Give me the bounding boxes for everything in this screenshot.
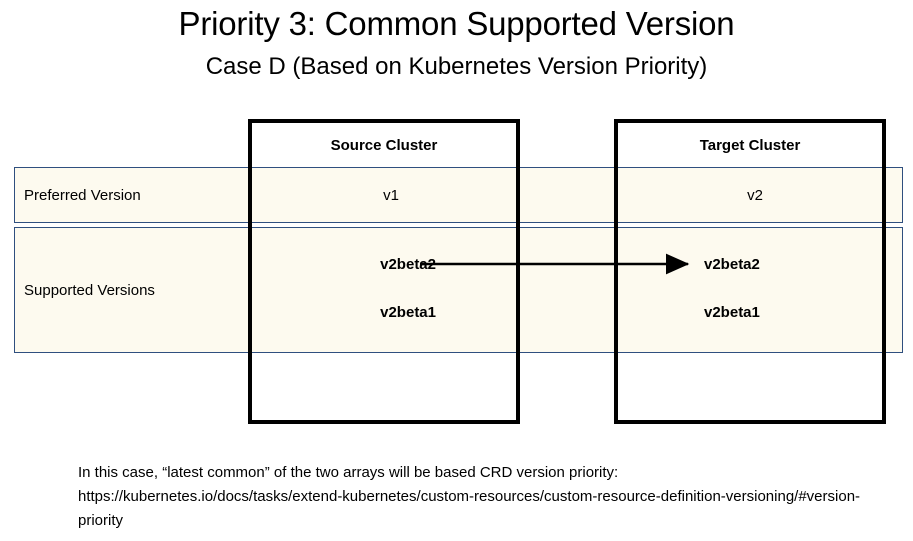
footer-note-line-2: https://kubernetes.io/docs/tasks/extend-… <box>78 488 861 529</box>
footer-note-line-1: In this case, “latest common” of the two… <box>78 464 619 481</box>
row-label-supported-versions: Supported Versions <box>24 282 155 299</box>
cell-preferred-target-version: v2 <box>747 187 763 204</box>
target-cluster-empty-area <box>618 353 882 420</box>
cell-supported-source-version-0: v2beta2 <box>380 256 436 273</box>
source-cluster-box: Source Cluster <box>248 119 520 424</box>
page-subtitle: Case D (Based on Kubernetes Version Prio… <box>205 53 708 80</box>
table-row-supported-versions: Supported Versions v2beta2 v2beta1 v2bet… <box>14 227 903 353</box>
arrow-source-to-target-icon <box>420 253 690 275</box>
row-label-preferred-version: Preferred Version <box>24 187 141 204</box>
target-cluster-header-background <box>618 123 882 167</box>
source-cluster-header-background <box>252 123 516 167</box>
table-row-preferred-version: Preferred Version v1 v2 <box>14 167 903 223</box>
cell-supported-target-version-1: v2beta1 <box>704 304 760 321</box>
cell-supported-source-version-1: v2beta1 <box>380 304 436 321</box>
target-cluster-box: Target Cluster <box>614 119 886 424</box>
cell-preferred-source-version: v1 <box>383 187 399 204</box>
cell-supported-target-version-0: v2beta2 <box>704 256 760 273</box>
target-cluster-title: Target Cluster <box>699 137 801 154</box>
source-cluster-title: Source Cluster <box>330 137 438 154</box>
footer-note: In this case, “latest common” of the two… <box>78 461 868 533</box>
page-title: Priority 3: Common Supported Version <box>178 5 735 42</box>
source-cluster-empty-area <box>252 353 516 420</box>
